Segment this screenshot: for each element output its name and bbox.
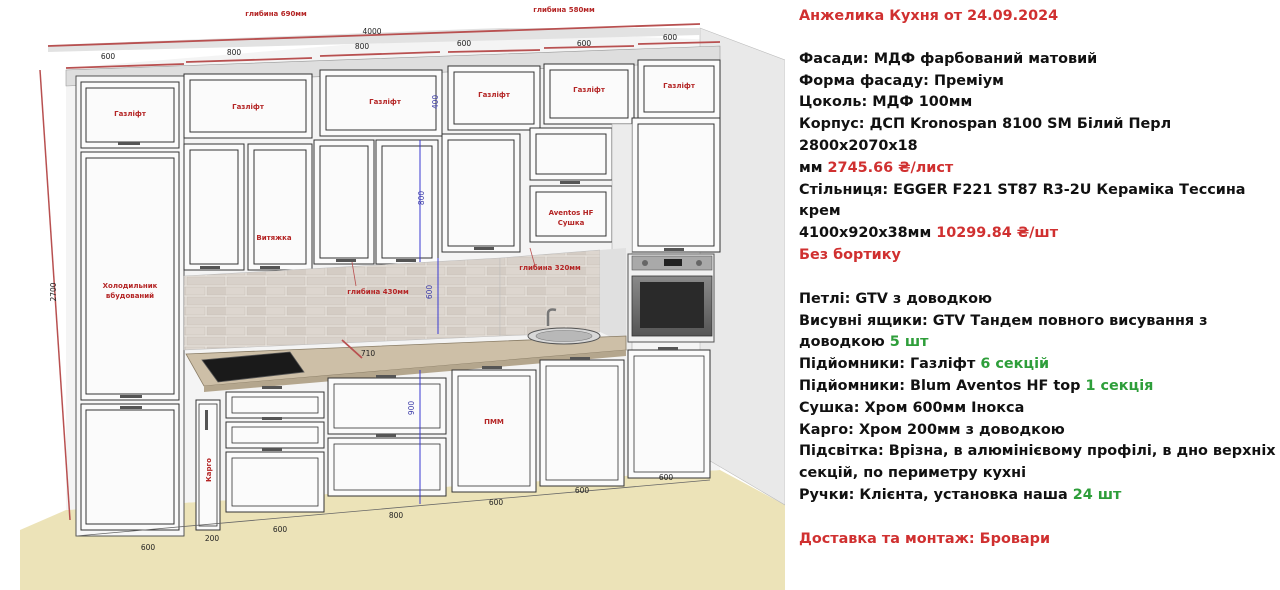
pmm-label: ПММ — [484, 418, 504, 426]
faucet — [546, 308, 557, 326]
fridge-label-2: вбудований — [106, 292, 154, 300]
spec-pidiomnyky1-count: 6 секцій — [980, 356, 1050, 373]
gazlift-label-2: Газліфт — [232, 103, 265, 111]
spec-pidiomnyky2-prefix: Підйомники: Blum Aventos HF top — [799, 377, 1081, 394]
spec-korpus-line1: Корпус: ДСП Kronospan 8100 SM Білий Перл… — [799, 116, 1172, 154]
spec-stilnytsia-size: 4100x920x38мм — [799, 225, 932, 242]
depth-320-label: глибина 320мм — [519, 264, 581, 272]
upper-doors-row: Витяжка Aventos HF Сушка — [183, 117, 721, 271]
dim-counter-710: 710 — [361, 349, 376, 358]
aventos-label-2: Сушка — [558, 219, 585, 227]
dim-top-600-c: 600 — [577, 39, 592, 48]
dim-h-600: 600 — [425, 285, 434, 300]
spec-korpus-line2: мм 2745.66 ₴/лист — [799, 158, 1277, 180]
spec-yashchyky-prefix: доводкою — [799, 334, 885, 351]
gazlift-label-1: Газліфт — [114, 110, 147, 118]
spec-tsokol: Цоколь: МДФ 100мм — [799, 94, 973, 111]
oven — [627, 253, 715, 343]
spec-stilnytsia-line1: Стільниця: EGGER F221 ST87 R3-2U Керамік… — [799, 181, 1246, 220]
gazlift-label-4: Газліфт — [478, 91, 511, 99]
spec-ruchky-count: 24 шт — [1072, 486, 1122, 503]
gazlift-label-6: Газліфт — [663, 82, 696, 90]
dim-bot-200: 200 — [205, 534, 220, 543]
hood-label: Витяжка — [256, 234, 292, 242]
dim-height-total: 2700 — [49, 282, 58, 301]
tall-left-bottom-facade — [80, 403, 180, 531]
spec-delivery: Доставка та монтаж: Бровари — [799, 530, 1051, 547]
gazlift-label-5: Газліфт — [573, 86, 606, 94]
dim-h-800: 800 — [417, 191, 426, 206]
dim-top-800-a: 800 — [227, 48, 242, 57]
dim-bot-600-b: 600 — [273, 525, 288, 534]
dim-top-600-b: 600 — [457, 39, 472, 48]
spec-sushka: Сушка: Хром 600мм Інокса — [799, 399, 1025, 416]
gazlift-label-3: Газліфт — [369, 98, 402, 106]
fridge-label-1: Холодильник — [103, 282, 158, 290]
dim-h-400: 400 — [431, 95, 440, 110]
depth-430-label: глибина 430мм — [347, 288, 409, 296]
fridge-facade — [80, 151, 180, 401]
depth-580-label: глибина 580мм — [533, 6, 595, 14]
spec-stilnytsia-price: 10299.84 ₴/шт — [936, 225, 1059, 242]
dim-bot-600-d: 600 — [575, 486, 590, 495]
spec-pidiomnyky2-count: 1 секція — [1085, 377, 1154, 394]
depth-690-label: глибина 690мм — [245, 10, 307, 18]
upper-gazlift-row: Газліфт Газліфт Газліфт Газліфт Газліфт — [183, 59, 721, 139]
tall-left-top-facade — [80, 81, 180, 149]
cargo-label: Карго — [205, 458, 213, 482]
spec-pidiomnyky1-prefix: Підйомники: Газліфт — [799, 356, 976, 373]
spec-title: Анжелика Кухня от 24.09.2024 — [799, 8, 1059, 24]
spec-ruchky: Ручки: Клієнта, установка наша 24 шт — [799, 485, 1277, 507]
spec-korpus-price: 2745.66 ₴/лист — [827, 159, 954, 176]
dim-bot-600-a: 600 — [141, 543, 156, 552]
aventos-label-1: Aventos HF — [549, 209, 594, 217]
spec-korpus-unit: мм — [799, 159, 823, 176]
dim-top-600-d: 600 — [663, 33, 678, 42]
spec-pidsvitka-line1: Підсвітка: Врізна, в алюмінієвому профіл… — [799, 443, 1276, 460]
spec-pidiomnyky-gazlift: Підйомники: Газліфт 6 секцій — [799, 354, 1277, 376]
spec-stilnytsia-line2: 4100x920x38мм 10299.84 ₴/шт — [799, 223, 1277, 245]
cooktop — [201, 351, 305, 383]
spec-fasady: Фасади: МДФ фарбований матовий — [799, 50, 1098, 67]
dim-top-600-a: 600 — [101, 52, 116, 61]
dim-bot-800: 800 — [389, 511, 404, 520]
spec-pidsvitka-line2: секцій, по периметру кухні — [799, 465, 1027, 482]
dim-bot-600-e: 600 — [659, 473, 674, 482]
dim-h-900: 900 — [407, 401, 416, 416]
spec-yashchyky-line2: доводкою 5 шт — [799, 332, 1277, 354]
specification-panel: Анжелика Кухня от 24.09.2024 Фасади: МДФ… — [799, 6, 1277, 551]
spec-ruchky-prefix: Ручки: Клієнта, установка наша — [799, 486, 1068, 503]
dim-bot-600-c: 600 — [489, 498, 504, 507]
spec-yashchyky-line1: Висувні ящики: GTV Тандем повного висува… — [799, 312, 1208, 329]
dim-top-800-b: 800 — [355, 42, 370, 51]
floor — [20, 470, 785, 590]
spec-forma: Форма фасаду: Преміум — [799, 72, 1004, 89]
dim-total-width: 4000 — [362, 27, 381, 36]
spec-kargo: Карго: Хром 200мм з доводкою — [799, 421, 1065, 438]
dimension-lines — [47, 23, 721, 359]
ceiling-strip — [48, 28, 700, 52]
spec-pidiomnyky-aventos: Підйомники: Blum Aventos HF top 1 секція — [799, 376, 1277, 398]
base-cabinets: Карго ПММ — [195, 347, 711, 531]
spec-petli: Петлі: GTV з доводкою — [799, 290, 993, 307]
spec-yashchyky-count: 5 шт — [889, 334, 929, 351]
kitchen-drawing: Газліфт Холодильник вбудований Газліфт Г… — [20, 6, 785, 590]
spec-bez-bortyku: Без бортику — [799, 246, 901, 263]
